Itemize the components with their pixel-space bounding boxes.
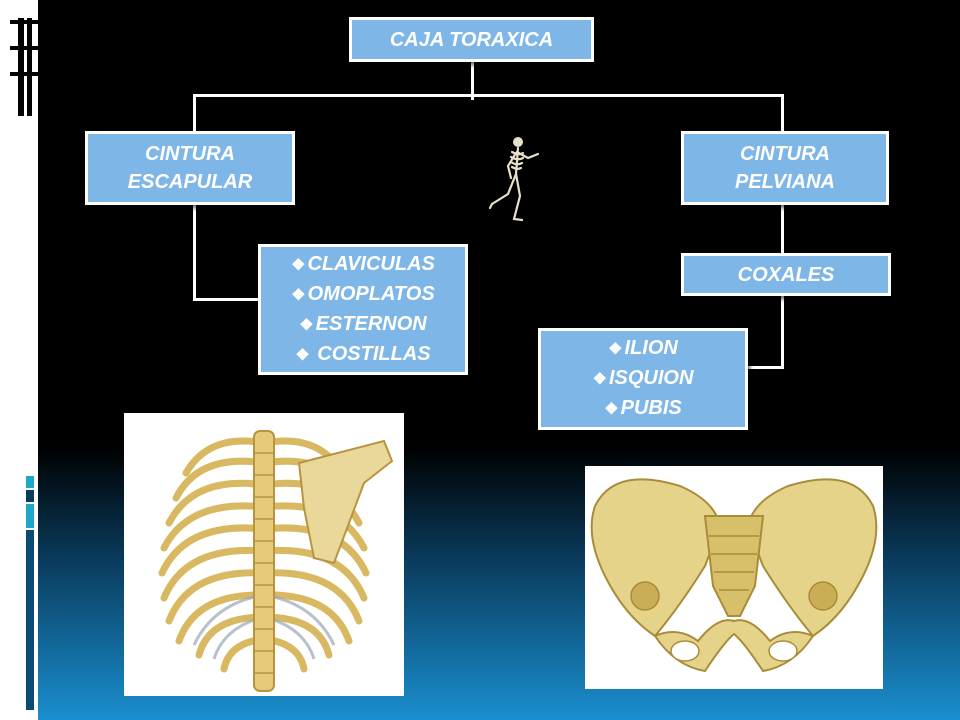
diamond-bullet-icon: ❖	[608, 341, 623, 358]
decor-accent	[26, 476, 34, 488]
rib-cage-drawing	[158, 430, 394, 692]
list-item: ❖OMOPLATOS	[291, 280, 434, 310]
decor-bar	[10, 72, 38, 76]
node-caja-toraxica: CAJA TORAXICA	[349, 17, 594, 62]
list-item-text: CLAVICULAS	[307, 252, 435, 275]
list-item: ❖ COSTILLAS	[295, 340, 430, 370]
connector-line	[781, 294, 784, 368]
connector-line	[193, 298, 261, 301]
node-escapular-items: ❖CLAVICULAS ❖OMOPLATOS ❖ESTERNON ❖ COSTI…	[258, 244, 468, 375]
connector-line	[781, 94, 784, 134]
pelvis-illustration	[585, 466, 883, 689]
pelvis-drawing	[590, 478, 878, 673]
decor-bar	[26, 530, 34, 710]
node-label-line: ESCAPULAR	[127, 171, 253, 193]
rib-cage-illustration	[124, 413, 404, 696]
diamond-bullet-icon: ❖	[592, 371, 607, 388]
node-label-line: CINTURA	[145, 143, 235, 165]
list-item-text: ILION	[624, 337, 678, 359]
decor-bar	[10, 46, 38, 50]
node-cintura-escapular: CINTURA ESCAPULAR	[85, 131, 295, 205]
list-item-text: COSTILLAS	[311, 342, 431, 365]
node-coxales: COXALES	[681, 253, 891, 296]
list-item: ❖ILION	[608, 334, 678, 364]
list-item: ❖ISQUION	[593, 364, 694, 394]
node-label: CAJA TORAXICA	[389, 28, 554, 51]
decor-bar	[27, 18, 32, 116]
diamond-bullet-icon: ❖	[291, 256, 306, 274]
list-item-text: PUBIS	[620, 397, 682, 419]
list-item: ❖PUBIS	[604, 394, 681, 424]
decor-accent	[26, 504, 34, 528]
node-cintura-pelviana: CINTURA PELVIANA	[681, 131, 889, 205]
node-label-line: CINTURA	[740, 143, 830, 165]
diamond-bullet-icon: ❖	[604, 401, 619, 418]
node-label-line: PELVIANA	[734, 171, 836, 193]
decor-bar	[10, 20, 38, 24]
connector-line	[193, 94, 784, 97]
decor-bar	[18, 18, 24, 116]
list-item: ❖ESTERNON	[299, 310, 426, 340]
list-item: ❖CLAVICULAS	[291, 250, 435, 280]
decor-accent	[26, 490, 34, 502]
list-item-text: OMOPLATOS	[307, 282, 435, 305]
node-label: COXALES	[737, 263, 835, 286]
connector-line	[193, 203, 196, 301]
connector-line	[781, 203, 784, 255]
running-skeleton-icon	[488, 137, 540, 222]
node-coxales-items: ❖ILION ❖ISQUION ❖PUBIS	[538, 328, 748, 430]
connector-line	[193, 94, 196, 134]
diamond-bullet-icon: ❖	[295, 346, 310, 364]
connector-line	[745, 366, 784, 369]
list-item-text: ISQUION	[608, 367, 694, 389]
list-item-text: ESTERNON	[315, 312, 427, 335]
diamond-bullet-icon: ❖	[291, 286, 306, 304]
diamond-bullet-icon: ❖	[299, 316, 314, 334]
connector-line	[471, 60, 474, 100]
